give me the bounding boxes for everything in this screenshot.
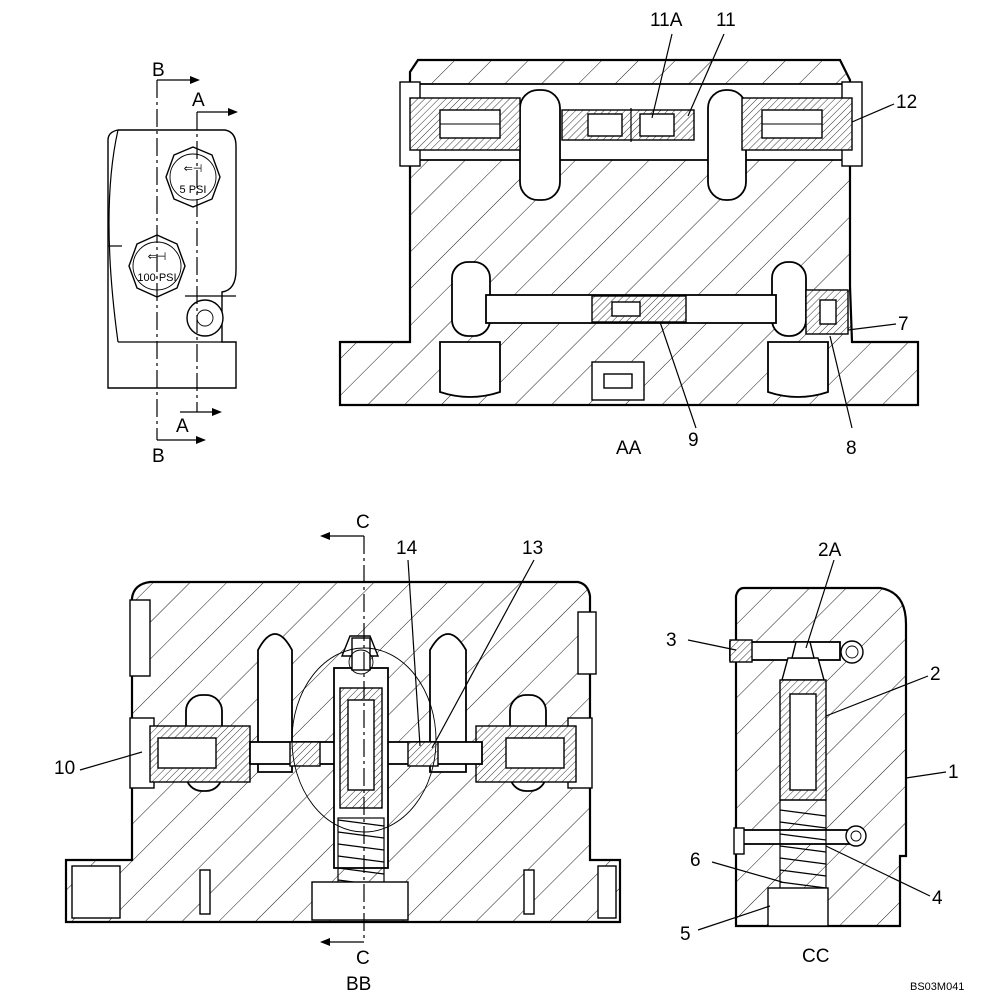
section-bb [64, 580, 622, 924]
section-cc-callouts: 2A 3 2 1 6 4 5 CC [666, 540, 959, 967]
section-marker-c-bottom: C [356, 948, 370, 969]
callout-4: 4 [932, 888, 943, 909]
view-label-cc: CC [802, 946, 829, 967]
view-label-aa: AA [616, 438, 642, 459]
section-cc [729, 586, 908, 928]
section-marker-b-top: B [152, 60, 165, 81]
view-label-bb: BB [346, 974, 371, 995]
callout-9: 9 [688, 430, 699, 451]
callout-2a: 2A [818, 540, 842, 561]
section-marker-b-bottom: B [152, 446, 165, 467]
upper-plug-label: 5 PSI [180, 184, 207, 196]
callout-5: 5 [680, 924, 691, 945]
callout-7: 7 [898, 314, 909, 335]
drawing-code: BS03M041 [910, 981, 964, 993]
callout-1: 1 [948, 762, 959, 783]
section-marker-a-bottom: A [176, 416, 189, 437]
section-aa [338, 58, 920, 407]
section-marker-a-top: A [192, 90, 205, 111]
arrow-icon: ⇐⊣ [184, 163, 203, 175]
callout-11: 11 [716, 10, 736, 31]
section-aa-callouts: 11A 11 12 7 8 9 AA [616, 10, 917, 459]
callout-13: 13 [522, 538, 543, 559]
section-line-c: C C [320, 512, 370, 969]
callout-3: 3 [666, 630, 677, 651]
section-marker-c-top: C [356, 512, 370, 533]
callout-6: 6 [690, 850, 701, 871]
pressure-plug-5psi: ⇐⊣ 5 PSI [165, 146, 221, 208]
side-view: ⇐⊣ 5 PSI ⇐⊣ 100 PSI B A A B [107, 60, 238, 467]
callout-11a: 11A [650, 10, 683, 31]
callout-10: 10 [54, 758, 75, 779]
section-bb-callouts: 14 13 10 BB [54, 538, 543, 995]
callout-12: 12 [896, 92, 917, 113]
callout-8: 8 [846, 438, 857, 459]
callout-14: 14 [396, 538, 418, 559]
callout-2: 2 [930, 664, 941, 685]
